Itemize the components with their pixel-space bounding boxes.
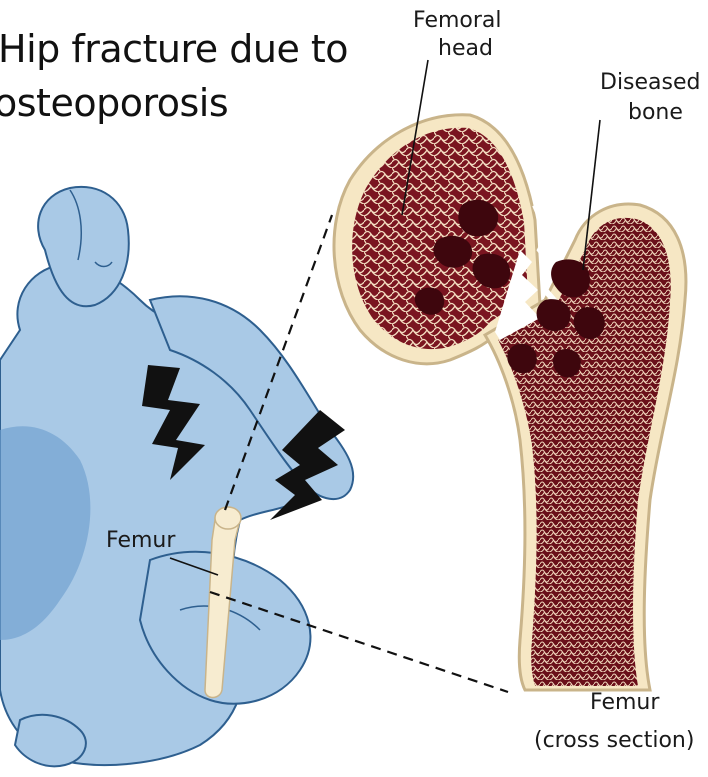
femur-cross-section-label-line2: (cross section) — [534, 728, 694, 754]
femur-label: Femur — [106, 528, 175, 554]
diseased-bone-label-line2: bone — [628, 100, 683, 126]
diagram-title-line2: osteoporosis — [0, 80, 228, 126]
diagram-title-line1: Hip fracture due to — [0, 26, 348, 72]
femoral-head-label-line1: Femoral — [413, 8, 502, 34]
femur-cross-section-label-line1: Femur — [590, 690, 659, 716]
femur-cross-section — [334, 115, 686, 690]
diseased-bone-label-line1: Diseased — [600, 70, 701, 96]
femoral-head-label-line2: head — [438, 36, 493, 62]
